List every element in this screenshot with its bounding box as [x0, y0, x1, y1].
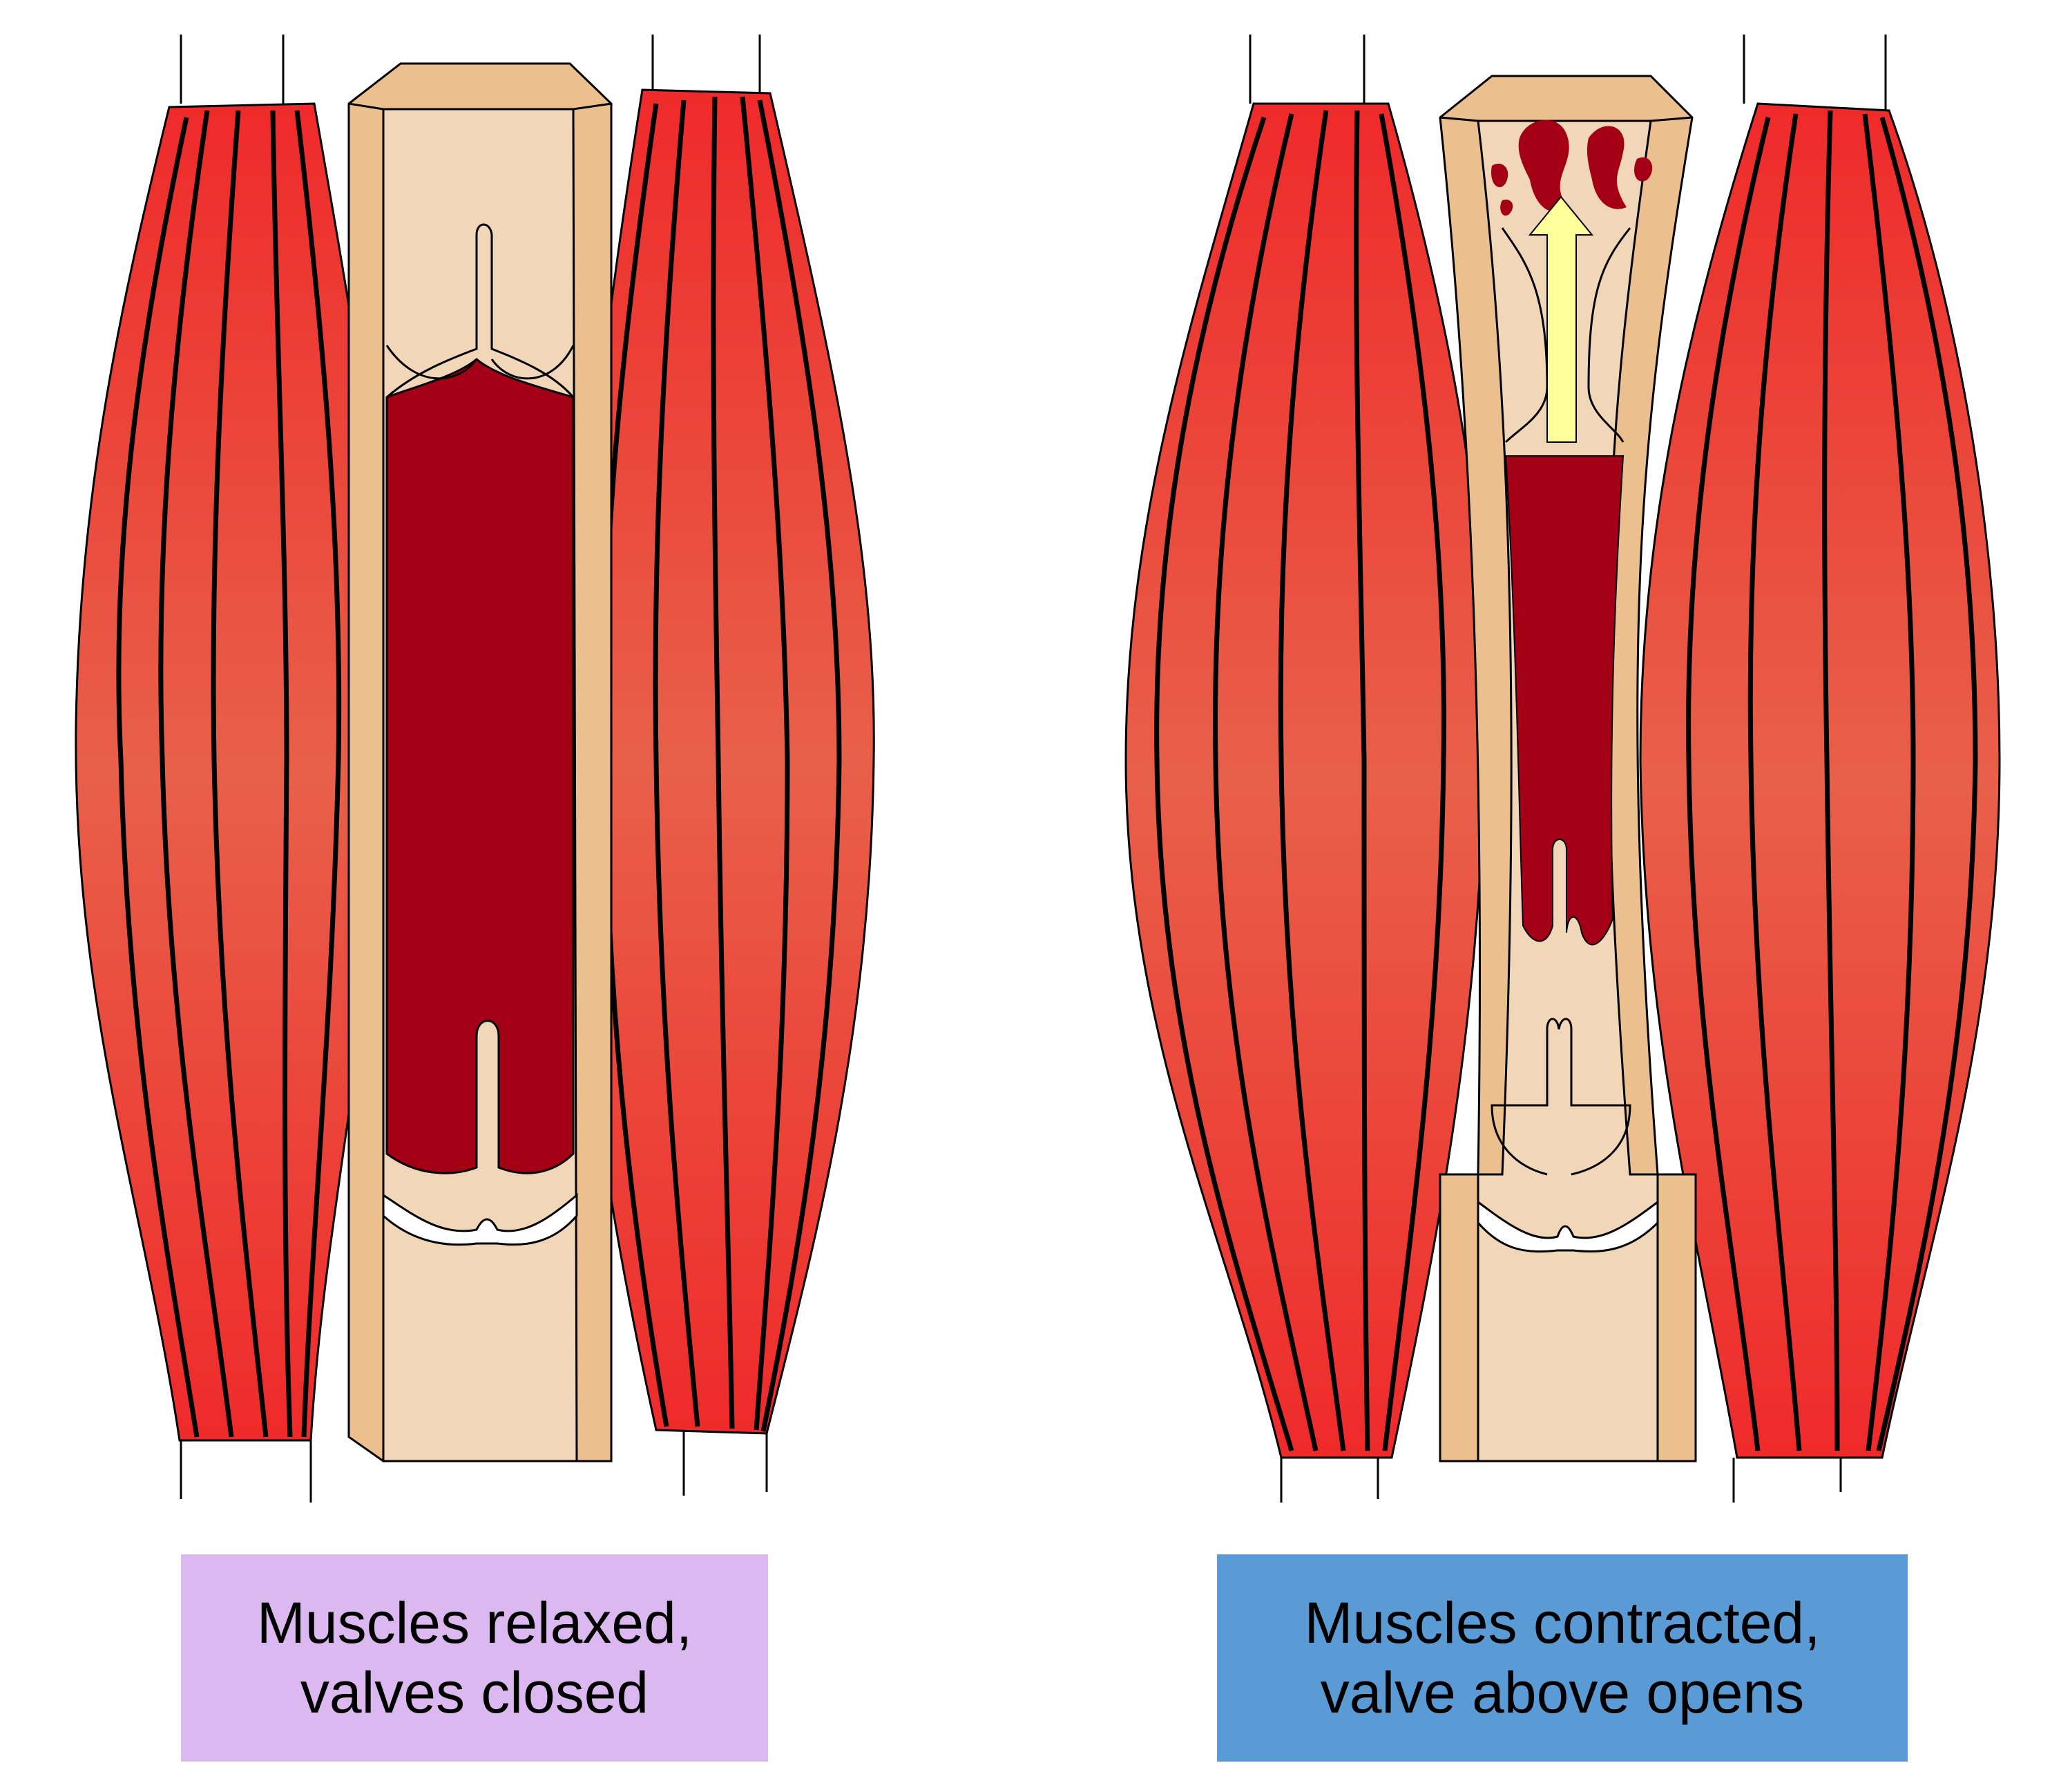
blood-column	[385, 358, 575, 1174]
lower-valve	[382, 1192, 578, 1246]
lower-valve	[1477, 1200, 1659, 1253]
caption-line: valves closed	[300, 1660, 649, 1725]
arrow-up-icon	[1528, 196, 1594, 443]
caption-line: valve above opens	[1320, 1660, 1805, 1725]
relaxed-caption: Muscles relaxed, valves closed	[181, 1554, 768, 1762]
left-muscle-fibers	[1154, 110, 1446, 1452]
relaxed-vein	[347, 62, 613, 1462]
contracted-panel	[1124, 35, 2001, 1762]
blood-splashes	[1491, 120, 1653, 216]
tendon-lines	[1249, 35, 1887, 1503]
right-muscle-fibers	[1686, 110, 1978, 1451]
right-muscle-fibers	[601, 96, 842, 1432]
caption-line: Muscles contracted,	[1304, 1590, 1821, 1656]
contracted-caption-box	[1217, 1554, 1908, 1762]
left-muscle-fibers	[116, 110, 342, 1438]
contracted-caption: Muscles contracted, valve above opens	[1217, 1554, 1908, 1762]
caption-line: Muscles relaxed,	[256, 1590, 693, 1656]
tendon-lines	[180, 35, 768, 1503]
right-muscle	[575, 88, 875, 1435]
right-muscle	[1639, 102, 2001, 1459]
left-muscle	[1124, 102, 1487, 1459]
relaxed-panel	[75, 35, 875, 1762]
relaxed-caption-box	[181, 1554, 768, 1762]
lower-valve-stem	[1491, 1018, 1631, 1176]
upper-valve-cusps	[385, 345, 575, 380]
upper-valve	[386, 223, 575, 399]
contracted-vein	[1439, 75, 1697, 1462]
blood-column	[1504, 455, 1625, 946]
